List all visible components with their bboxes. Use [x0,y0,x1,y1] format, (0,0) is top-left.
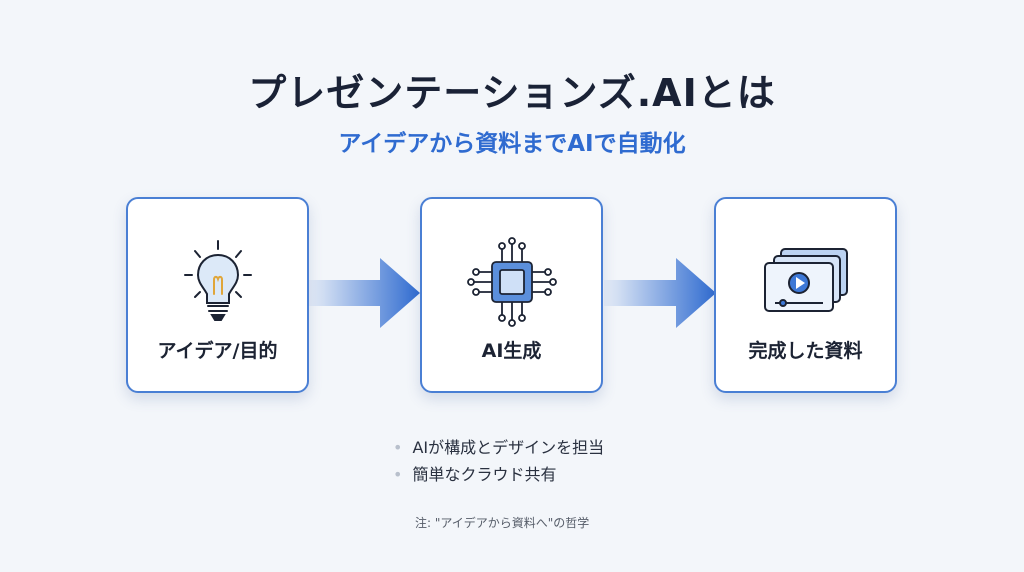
lightbulb-icon [183,240,252,321]
step-label: 完成した資料 [748,340,863,362]
step-card-ai: AI生成 [420,197,603,393]
footnote: 注: "アイデアから資料へ"の哲学 [415,516,590,530]
step-card-idea: アイデア/目的 [126,197,309,393]
feature-item: AIが構成とデザインを担当 [393,434,604,461]
feature-list: AIが構成とデザインを担当 簡単なクラウド共有 [393,434,604,488]
video-slides-icon [763,248,848,312]
step-card-result: 完成した資料 [714,197,897,393]
feature-item: 簡単なクラウド共有 [393,461,604,488]
arrow-right-icon [308,258,420,328]
page-subtitle: アイデアから資料までAIで自動化 [338,131,686,157]
arrow-right-icon [604,258,716,328]
step-label: AI生成 [481,340,542,362]
page-title: プレゼンテーションズ.AIとは [248,71,776,115]
step-label: アイデア/目的 [157,340,278,362]
chip-icon [466,237,557,327]
